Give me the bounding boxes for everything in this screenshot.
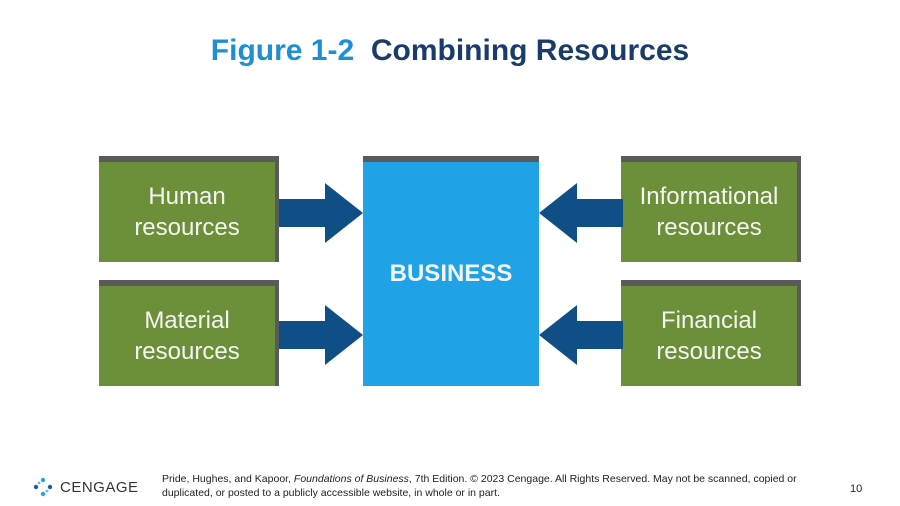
informational-resources-box: Informational resources xyxy=(621,156,801,262)
material-resources-label: Material resources xyxy=(134,307,240,365)
arrow-left-icon xyxy=(539,183,623,243)
cengage-mark-icon xyxy=(33,477,53,497)
material-resources-box: Material resources xyxy=(99,280,279,386)
page-number: 10 xyxy=(850,483,863,495)
financial-resources-box: Financial resources xyxy=(621,280,801,386)
business-label: BUSINESS xyxy=(389,260,513,287)
copyright-notice: Pride, Hughes, and Kapoor, Foundations o… xyxy=(162,472,802,500)
arrow-right-icon xyxy=(279,183,363,243)
figure-name: Combining Resources xyxy=(370,34,690,67)
arrow-left-icon xyxy=(539,305,623,365)
human-resources-box: Human resources xyxy=(99,156,279,262)
footer-authors: Pride, Hughes, and Kapoor, xyxy=(162,473,294,485)
financial-resources-label: Financial resources xyxy=(656,307,762,365)
logo-wordmark: CENGAGE xyxy=(60,478,139,496)
figure-number: Figure 1-2 xyxy=(210,34,355,67)
slide-title: Figure 1-2 Combining Resources xyxy=(0,34,900,68)
arrow-right-icon xyxy=(279,305,363,365)
footer-rights: , 7th Edition. © 2023 Cengage. All Right… xyxy=(162,473,797,499)
informational-resources-label: Informational resources xyxy=(639,183,779,241)
footer-book-title: Foundations of Business xyxy=(293,473,409,485)
cengage-logo: CENGAGE xyxy=(32,476,139,498)
human-resources-label: Human resources xyxy=(134,183,240,241)
business-box: BUSINESS xyxy=(363,156,539,386)
